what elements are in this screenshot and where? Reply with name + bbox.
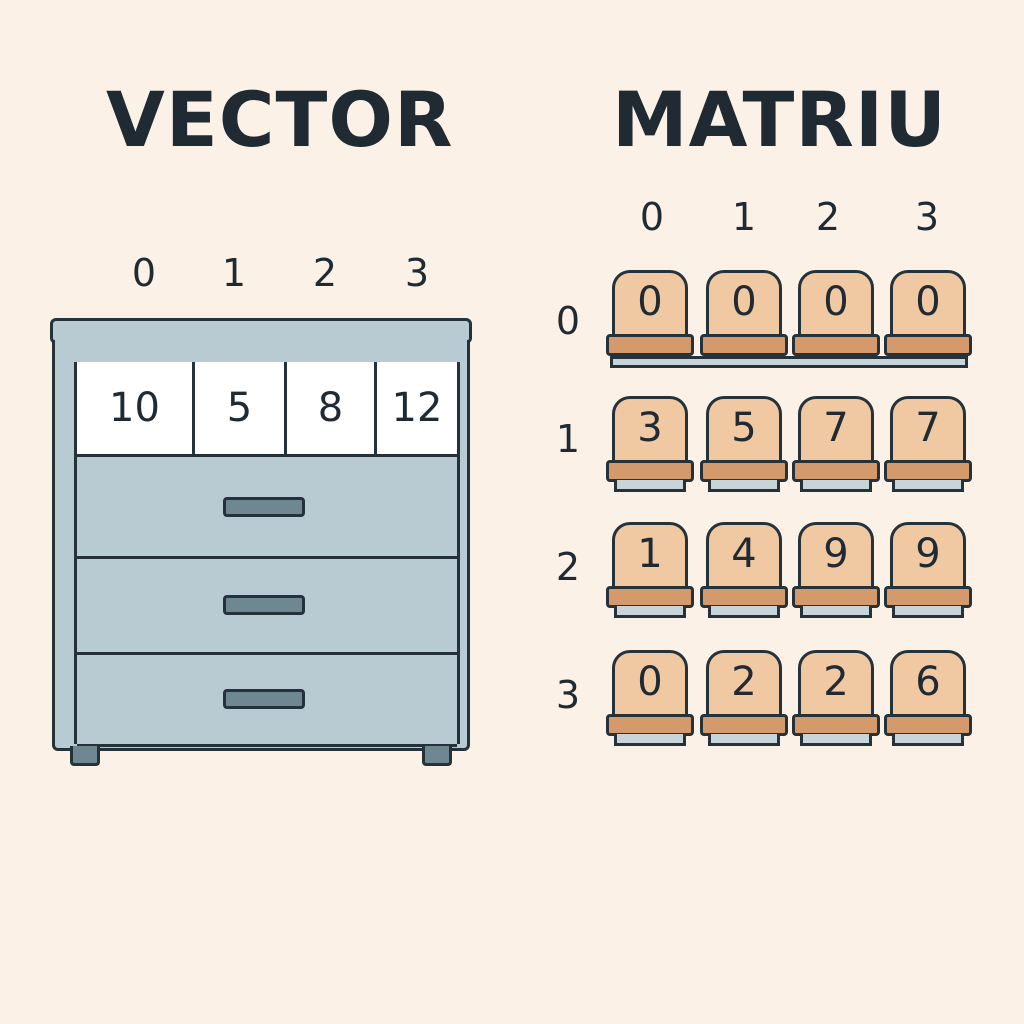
matrix-seat: 0 — [606, 650, 694, 746]
vector-index: 1 — [221, 251, 247, 295]
seat-value: 5 — [706, 396, 782, 466]
seat-base — [800, 734, 872, 746]
matrix-row-index: 0 — [555, 299, 581, 343]
seat-row-rail — [610, 356, 968, 368]
seat-base — [708, 606, 780, 618]
seat-value: 0 — [890, 270, 966, 340]
seat-value: 1 — [612, 522, 688, 592]
vector-dresser: 10 5 8 12 — [50, 318, 472, 766]
seat-value: 0 — [706, 270, 782, 340]
matrix-seat: 9 — [884, 522, 972, 618]
vector-cells: 10 5 8 12 — [77, 362, 457, 457]
vector-index: 2 — [312, 251, 338, 295]
seat-cushion — [792, 586, 880, 608]
seat-cushion — [700, 714, 788, 736]
seat-cushion — [884, 460, 972, 482]
matrix-seat: 5 — [700, 396, 788, 492]
matrix-seat: 7 — [792, 396, 880, 492]
matrix-row-index: 3 — [555, 673, 581, 717]
seat-value: 2 — [798, 650, 874, 720]
matrix-row-index: 1 — [555, 417, 581, 461]
matrix-row-index: 2 — [555, 545, 581, 589]
matrix-col-index: 1 — [731, 195, 757, 239]
matrix-seat: 0 — [792, 270, 880, 360]
seat-base — [614, 480, 686, 492]
seat-base — [892, 606, 964, 618]
dresser-frame: 10 5 8 12 — [52, 340, 470, 751]
seat-value: 4 — [706, 522, 782, 592]
matrix-seat: 6 — [884, 650, 972, 746]
drawer-handle — [223, 689, 305, 709]
vector-cell: 12 — [391, 385, 443, 431]
matrix-seat: 4 — [700, 522, 788, 618]
dresser-drawer — [77, 457, 457, 559]
seat-cushion — [884, 714, 972, 736]
matrix-seat: 2 — [792, 650, 880, 746]
seat-cushion — [884, 586, 972, 608]
dresser-body: 10 5 8 12 — [74, 362, 460, 747]
seat-value: 0 — [798, 270, 874, 340]
seat-value: 6 — [890, 650, 966, 720]
seat-base — [800, 606, 872, 618]
vector-index: 3 — [404, 251, 430, 295]
matrix-col-index: 2 — [815, 195, 841, 239]
seat-value: 2 — [706, 650, 782, 720]
matrix-col-index: 3 — [914, 195, 940, 239]
dresser-leg — [422, 746, 452, 766]
seat-value: 0 — [612, 650, 688, 720]
seat-cushion — [606, 714, 694, 736]
drawer-handle — [223, 497, 305, 517]
seat-base — [614, 606, 686, 618]
matrix-seat: 7 — [884, 396, 972, 492]
seat-cushion — [700, 460, 788, 482]
matrix-seat: 0 — [700, 270, 788, 360]
seat-cushion — [606, 586, 694, 608]
seat-cushion — [792, 460, 880, 482]
seat-value: 9 — [890, 522, 966, 592]
seat-base — [708, 734, 780, 746]
matrix-col-index: 0 — [639, 195, 665, 239]
matrix-seat: 2 — [700, 650, 788, 746]
matrix-seat: 1 — [606, 522, 694, 618]
matrix-seat: 3 — [606, 396, 694, 492]
matrix-seat: 0 — [884, 270, 972, 360]
seat-cushion — [792, 714, 880, 736]
seat-cushion — [700, 334, 788, 356]
drawer-handle — [223, 595, 305, 615]
dresser-leg — [70, 746, 100, 766]
seat-base — [800, 480, 872, 492]
vector-cell: 5 — [195, 362, 287, 454]
seat-value: 3 — [612, 396, 688, 466]
matrix-title: MATRIU — [612, 75, 947, 164]
seat-value: 0 — [612, 270, 688, 340]
vector-index: 0 — [131, 251, 157, 295]
seat-base — [892, 480, 964, 492]
seat-base — [892, 734, 964, 746]
seat-value: 7 — [798, 396, 874, 466]
seat-cushion — [606, 334, 694, 356]
matrix-seat: 0 — [606, 270, 694, 360]
seat-value: 9 — [798, 522, 874, 592]
vector-title: VECTOR — [106, 75, 454, 164]
seat-cushion — [792, 334, 880, 356]
seat-cushion — [884, 334, 972, 356]
seat-base — [708, 480, 780, 492]
dresser-drawer — [77, 559, 457, 655]
seat-value: 7 — [890, 396, 966, 466]
seat-cushion — [606, 460, 694, 482]
vector-cell: 8 — [287, 362, 377, 454]
seat-base — [614, 734, 686, 746]
seat-cushion — [700, 586, 788, 608]
vector-cell: 10 — [77, 362, 195, 454]
dresser-drawer — [77, 655, 457, 747]
matrix-seat: 9 — [792, 522, 880, 618]
